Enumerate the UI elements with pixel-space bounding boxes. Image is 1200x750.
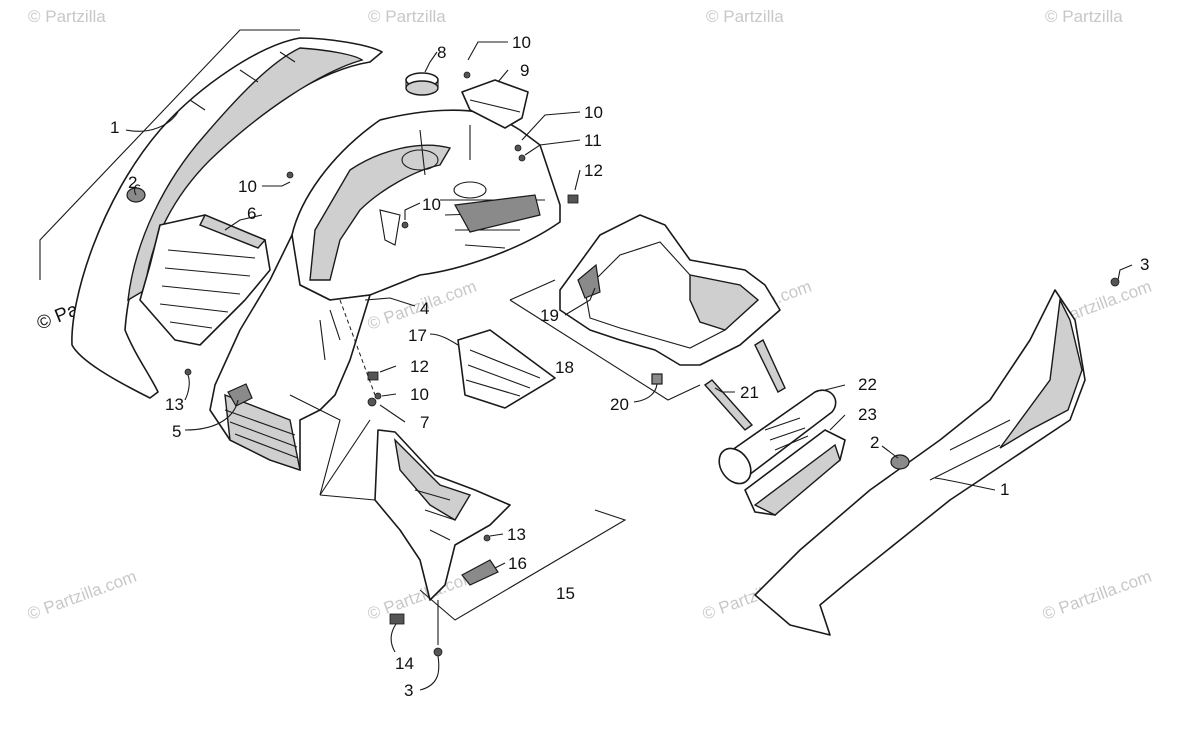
part-21-straps (703, 338, 786, 431)
part-4-main-hood (284, 109, 561, 301)
callout-12-lower: 12 (410, 357, 429, 376)
leader-lines (125, 41, 1133, 691)
part-6-vent-insert (139, 214, 271, 346)
hardware (184, 71, 1120, 657)
callout-9: 9 (520, 61, 529, 80)
callout-10-top: 10 (512, 33, 531, 52)
bracket-lines (289, 279, 701, 621)
callout-22: 22 (858, 375, 877, 394)
part-12-nut-upper (567, 194, 579, 204)
part-22-roll-bag (718, 389, 837, 485)
part-9-bracket (461, 79, 529, 129)
callout-6: 6 (247, 204, 256, 223)
watermark-top-2: © Partzilla (368, 7, 446, 26)
part-16-reflector (461, 559, 499, 586)
callout-10-lower: 10 (410, 385, 429, 404)
part-11-screw (518, 154, 526, 162)
callout-4: 4 (420, 299, 429, 318)
part-17-screen (457, 329, 556, 409)
watermark-bot-1: © Partzilla.com (25, 567, 139, 624)
part-7-washer (367, 397, 377, 407)
callouts: 1 2 10 6 8 10 9 10 11 12 10 4 17 12 10 7… (110, 33, 1149, 700)
callout-13-lower: 13 (507, 525, 526, 544)
callout-14: 14 (395, 654, 414, 673)
callout-21: 21 (740, 383, 759, 402)
watermark-bot-4: © Partzilla.com (1040, 567, 1154, 624)
watermark-top-3: © Partzilla (706, 7, 784, 26)
callout-10-right: 10 (584, 103, 603, 122)
watermark-top-4: © Partzilla (1045, 7, 1123, 26)
callout-8: 8 (437, 43, 446, 62)
callout-7: 7 (420, 413, 429, 432)
callout-23: 23 (858, 405, 877, 424)
callout-1-left: 1 (110, 118, 119, 137)
callout-17: 17 (408, 326, 427, 345)
lower-hood-body (209, 234, 371, 472)
part-3-screw-lower (433, 647, 443, 657)
callout-11: 11 (584, 131, 602, 150)
callout-16: 16 (508, 554, 527, 573)
callout-2-left: 2 (128, 173, 137, 192)
callout-10-center: 10 (422, 195, 441, 214)
part-8-grommet (405, 72, 439, 96)
callout-3-lower: 3 (404, 681, 413, 700)
watermark-top-1: © Partzilla (28, 7, 106, 26)
callout-12-upper: 12 (584, 161, 603, 180)
part-5-trim (227, 383, 253, 407)
part-13-rivet-upper (184, 368, 192, 376)
callout-1-right: 1 (1000, 480, 1009, 499)
part-20-fastener (651, 373, 663, 385)
part-14-clip (389, 613, 405, 625)
callout-18: 18 (555, 358, 574, 377)
part-18-storage-tray (559, 214, 781, 385)
part-3-screw-upper (1110, 277, 1120, 287)
callout-10-left: 10 (238, 177, 257, 196)
part-13-rivet-lower (483, 534, 491, 542)
part-15-lower-bracket (319, 419, 511, 601)
part-23-cradle (744, 429, 846, 516)
callout-15: 15 (556, 584, 575, 603)
part-2-grommet-right (890, 454, 910, 470)
callout-19: 19 (540, 306, 559, 325)
callout-2-right: 2 (870, 433, 879, 452)
callout-20: 20 (610, 395, 629, 414)
callout-5: 5 (172, 422, 181, 441)
callout-3-right: 3 (1140, 255, 1149, 274)
part-1-right-side-panel (754, 289, 1086, 636)
callout-13-upper: 13 (165, 395, 184, 414)
